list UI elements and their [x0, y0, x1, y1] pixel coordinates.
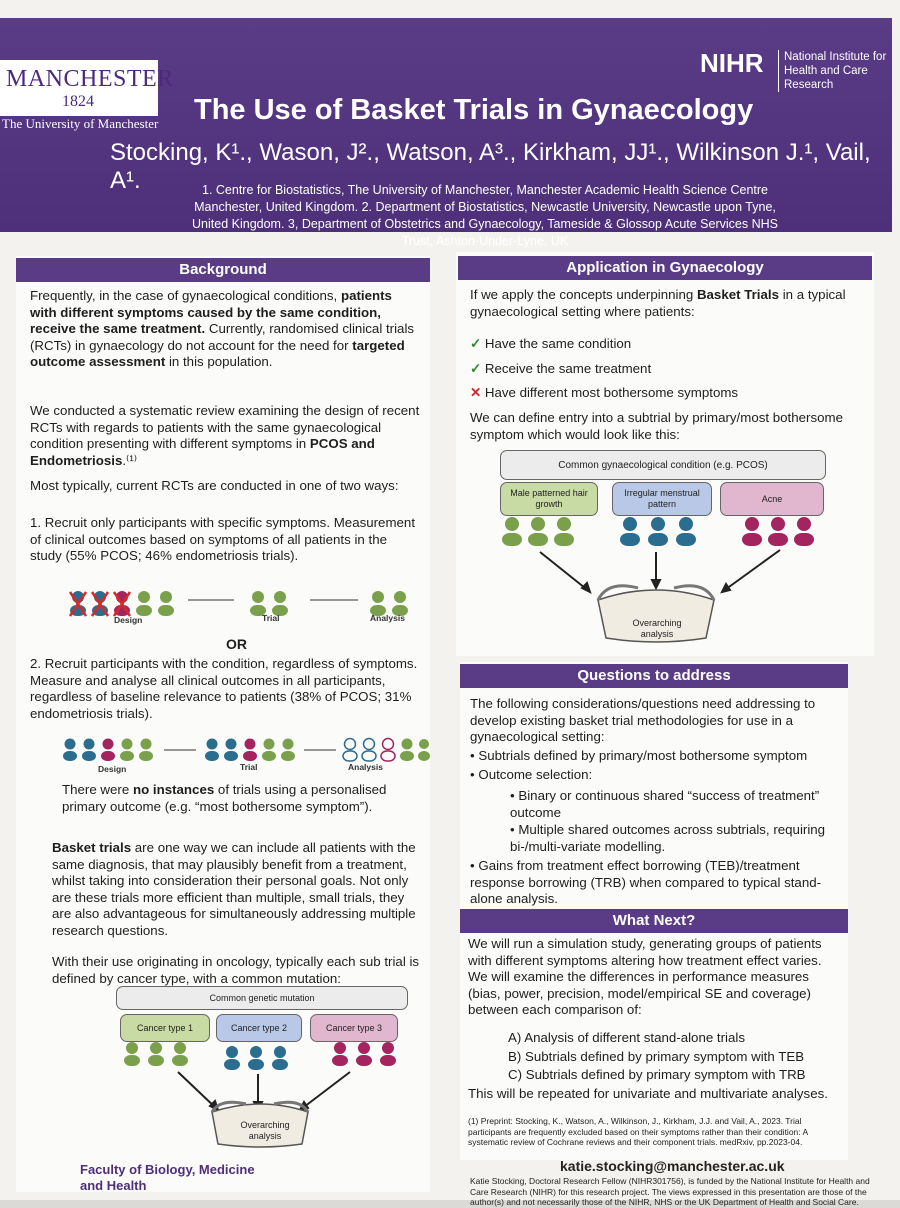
cancer-type-1-box: Cancer type 1 [120, 1014, 210, 1042]
check-icon: ✓ [470, 361, 485, 376]
logo-year: 1824 [62, 93, 94, 110]
background-heading: Background [16, 258, 430, 282]
application-define-paragraph: We can define entry into a subtrial by p… [470, 410, 843, 442]
male-hair-growth-box: Male patterned hair growth [500, 482, 598, 516]
questions-heading: Questions to address [460, 664, 848, 688]
gynae-basket-label: Overarching analysis [632, 618, 682, 639]
comparison-c: C) Subtrials defined by primary symptom … [508, 1067, 806, 1082]
questions-bullet-1: • Subtrials defined by primary/most both… [470, 748, 808, 763]
questions-sub-bullet-1: • Binary or continuous shared “success o… [510, 788, 820, 820]
faculty-footer: Faculty of Biology, Medicine and Health [80, 1162, 255, 1193]
application-intro: If we apply the concepts underpinning Ba… [470, 287, 846, 319]
cancer-type-3-box: Cancer type 3 [310, 1014, 398, 1042]
university-logo: MANCHESTER 1824 [0, 60, 173, 116]
application-bullet-2: ✓ Receive the same treatment [470, 361, 652, 376]
flow1-analysis-label: Analysis [370, 613, 405, 623]
what-next-repeat: This will be repeated for univariate and… [468, 1086, 828, 1101]
background-method-1: 1. Recruit only participants with specif… [30, 515, 416, 563]
what-next-paragraph: We will run a simulation study, generati… [468, 936, 822, 1017]
basket-trials-paragraph: Basket trials are one way we can include… [52, 840, 416, 938]
flow2-design-label: Design [98, 764, 127, 774]
nihr-logo: NIHR [700, 48, 764, 78]
comparison-b: B) Subtrials defined by primary symptom … [508, 1049, 805, 1064]
affiliations: 1. Centre for Biostatistics, The Univers… [192, 183, 778, 248]
questions-sub-bullet-2: • Multiple shared outcomes across subtri… [510, 822, 826, 854]
flow-diagram-specific-symptoms [68, 591, 408, 617]
questions-bullet-3: • Gains from treatment effect borrowing … [470, 858, 822, 906]
background-paragraph-2: We conducted a systematic review examini… [30, 403, 420, 468]
poster-header: MANCHESTER 1824 The University of Manche… [0, 18, 892, 248]
comparison-a: A) Analysis of different stand-alone tri… [508, 1030, 746, 1045]
background-paragraph-1: Frequently, in the case of gynaecologica… [30, 288, 415, 369]
cross-icon: ✕ [470, 385, 485, 400]
flow1-design-label: Design [114, 615, 143, 625]
flow-diagram-all-participants [63, 737, 430, 762]
check-icon: ✓ [470, 336, 485, 351]
oncology-basket-label: Overarching analysis [240, 1120, 290, 1141]
flow1-trial-label: Trial [262, 613, 280, 623]
flow2-trial-label: Trial [240, 762, 258, 772]
or-divider: OR [226, 636, 247, 652]
authors: Stocking, K¹., Wason, J²., Watson, A³., … [110, 139, 871, 194]
no-instances-paragraph: There were no instances of trials using … [62, 782, 387, 814]
cancer-type-2-box: Cancer type 2 [216, 1014, 302, 1042]
poster-title: The Use of Basket Trials in Gynaecology [194, 94, 754, 126]
nihr-subtitle: National Institute for Health and Care R… [778, 50, 900, 92]
questions-bullet-2: • Outcome selection: [470, 767, 593, 782]
irregular-menstrual-box: Irregular menstrual pattern [612, 482, 712, 516]
oncology-basket-diagram [124, 1042, 396, 1148]
oncology-paragraph: With their use originating in oncology, … [52, 954, 420, 986]
funding-statement: Katie Stocking, Doctoral Research Fellow… [470, 1176, 870, 1207]
application-heading: Application in Gynaecology [458, 256, 872, 280]
logo-main-text: MANCHESTER [6, 66, 174, 92]
logo-subtitle: The University of Manchester [2, 116, 159, 131]
common-mutation-box: Common genetic mutation [116, 986, 408, 1010]
background-method-2: 2. Recruit participants with the conditi… [30, 656, 418, 721]
application-bullet-1: ✓ Have the same condition [470, 336, 632, 351]
acne-box: Acne [720, 482, 824, 516]
background-paragraph-3: Most typically, current RCTs are conduct… [30, 478, 399, 493]
reference-note: (1) Preprint: Stocking, K., Watson, A., … [468, 1116, 808, 1147]
contact-email[interactable]: katie.stocking@manchester.ac.uk [560, 1158, 785, 1174]
flow2-analysis-label: Analysis [348, 762, 383, 772]
what-next-heading: What Next? [460, 909, 848, 933]
questions-intro: The following considerations/questions n… [470, 696, 816, 744]
application-bullet-3: ✕ Have different most bothersome symptom… [470, 385, 739, 400]
gynae-basket-diagram [502, 517, 814, 643]
common-condition-box: Common gynaecological condition (e.g. PC… [500, 450, 826, 480]
